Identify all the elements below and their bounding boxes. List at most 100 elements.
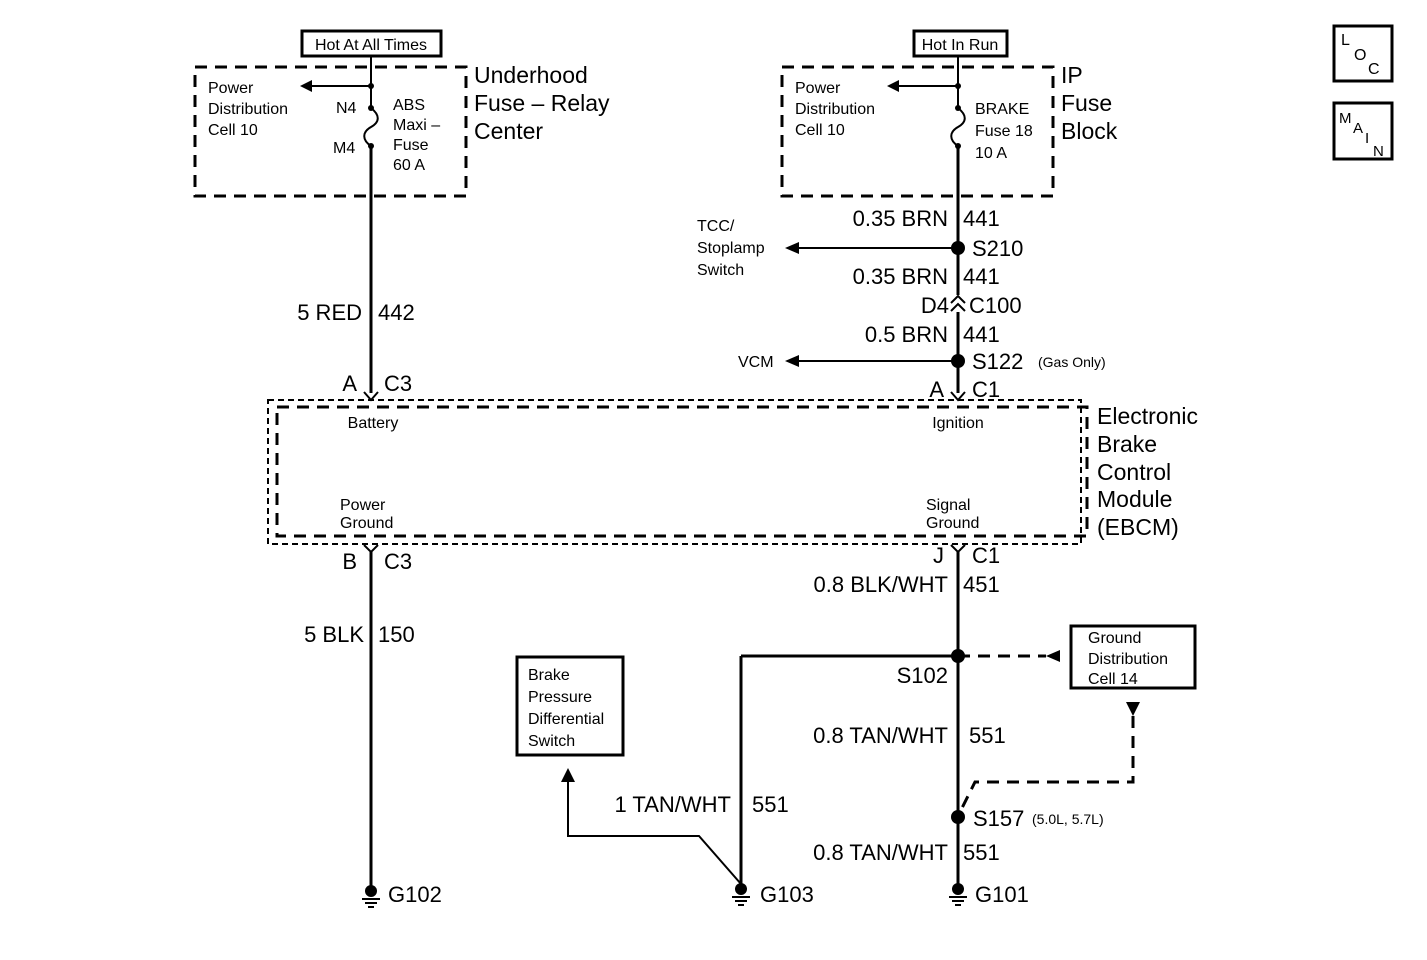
svg-text:A: A: [1353, 120, 1363, 137]
splice-s210-label: S210: [972, 236, 1023, 261]
abs-fuse-symbol: [363, 107, 379, 147]
pin-j: J: [933, 543, 944, 568]
ebcm-module: [275, 405, 1089, 538]
circuit-451: 451: [963, 572, 1000, 597]
ground-distribution-box: Ground Distribution Cell 14: [1069, 624, 1197, 690]
svg-text:Hot At All Times: Hot At All Times: [315, 37, 427, 54]
pin-a-right: A: [929, 377, 944, 402]
ebcm-title-5: (EBCM): [1097, 514, 1179, 540]
wire-05-brn: 0.5 BRN: [865, 322, 948, 347]
svg-text:N: N: [1373, 143, 1384, 160]
brake-fuse-1: BRAKE: [975, 101, 1029, 118]
gas-only-note: (Gas Only): [1038, 354, 1106, 370]
svg-text:C: C: [1368, 61, 1380, 78]
battery-label: Battery: [348, 415, 399, 432]
svg-text:L: L: [1341, 32, 1350, 49]
splice-s157-label: S157: [973, 806, 1024, 831]
underhood-title-2: Fuse – Relay: [474, 90, 610, 116]
ip-title-2: Fuse: [1061, 90, 1112, 116]
ebcm-title-1: Electronic: [1097, 403, 1198, 429]
circuit-441-c: 441: [963, 322, 1000, 347]
pdc-left-2: Distribution: [208, 101, 288, 118]
splice-s157: [951, 810, 965, 824]
pin-a-left: A: [342, 371, 357, 396]
ground-g102-label: G102: [388, 882, 442, 907]
pdc-left-3: Cell 10: [208, 122, 258, 139]
s157-note: (5.0L, 5.7L): [1032, 811, 1104, 827]
ignition-label: Ignition: [932, 415, 984, 432]
abs-fuse-3: Fuse: [393, 137, 429, 154]
circuit-551-b: 551: [752, 792, 789, 817]
circuit-441-b: 441: [963, 264, 1000, 289]
ip-title-1: IP: [1061, 62, 1083, 88]
connector-c3-bottom: C3: [384, 549, 412, 574]
connector-c3-top: C3: [384, 371, 412, 396]
svg-text:Ground: Ground: [1088, 630, 1141, 647]
circuit-150: 150: [378, 622, 415, 647]
wire-035-brn-b: 0.35 BRN: [853, 264, 948, 289]
circuit-551-c: 551: [963, 840, 1000, 865]
loc-icon[interactable]: L O C: [1332, 24, 1394, 83]
svg-text:I: I: [1365, 130, 1369, 147]
main-icon[interactable]: M A I N: [1332, 101, 1394, 161]
tcc-1: TCC/: [697, 218, 735, 235]
circuit-442: 442: [378, 300, 415, 325]
underhood-title-1: Underhood: [474, 62, 588, 88]
ebcm-title-3: Control: [1097, 459, 1171, 485]
power-ground-2: Ground: [340, 515, 393, 532]
tcc-2: Stoplamp: [697, 240, 765, 257]
brake-pressure-switch-box: Brake Pressure Differential Switch: [515, 655, 625, 757]
connector-c1-top: C1: [972, 377, 1000, 402]
pdc-right-3: Cell 10: [795, 122, 845, 139]
svg-text:Brake: Brake: [528, 667, 570, 684]
svg-text:Pressure: Pressure: [528, 689, 592, 706]
wire-08-tanwht-b: 0.8 TAN/WHT: [813, 840, 948, 865]
ebcm-title-4: Module: [1097, 486, 1172, 512]
power-ground-1: Power: [340, 497, 386, 514]
abs-fuse-4: 60 A: [393, 157, 425, 174]
pin-m4: M4: [333, 140, 355, 157]
ebcm-outer-border: [267, 399, 1082, 545]
wire-1-tanwht: 1 TAN/WHT: [614, 792, 731, 817]
circuit-551-a: 551: [969, 723, 1006, 748]
connector-c100: C100: [969, 293, 1022, 318]
svg-text:M: M: [1339, 110, 1352, 127]
ip-title-3: Block: [1061, 118, 1118, 144]
ground-g103-label: G103: [760, 882, 814, 907]
pdc-right-2: Distribution: [795, 101, 875, 118]
underhood-title-3: Center: [474, 118, 543, 144]
brake-fuse-2: Fuse 18: [975, 123, 1033, 140]
wire-5-red-label: 5 RED: [297, 300, 362, 325]
pin-b: B: [342, 549, 357, 574]
svg-text:Hot In Run: Hot In Run: [922, 37, 998, 54]
svg-text:Cell 14: Cell 14: [1088, 671, 1138, 688]
pdc-left-1: Power: [208, 80, 254, 97]
ground-g103-icon: [732, 883, 750, 906]
wire-08-blkwht: 0.8 BLK/WHT: [814, 572, 948, 597]
wire-035-brn-a: 0.35 BRN: [853, 206, 948, 231]
circuit-441-a: 441: [963, 206, 1000, 231]
splice-s102-label: S102: [897, 663, 948, 688]
pin-d4: D4: [921, 293, 949, 318]
hot-at-all-times-label: Hot At All Times: [300, 29, 443, 58]
signal-ground-1: Signal: [926, 497, 970, 514]
signal-ground-2: Ground: [926, 515, 979, 532]
wire-08-tanwht-a: 0.8 TAN/WHT: [813, 723, 948, 748]
abs-fuse-2: Maxi –: [393, 117, 440, 134]
abs-fuse-1: ABS: [393, 97, 425, 114]
vcm-label: VCM: [738, 354, 774, 371]
hot-in-run-label: Hot In Run: [912, 29, 1009, 58]
svg-text:Differential: Differential: [528, 711, 604, 728]
tcc-3: Switch: [697, 262, 744, 279]
connector-c1-bottom: C1: [972, 543, 1000, 568]
ebcm-title-2: Brake: [1097, 431, 1157, 457]
svg-text:Distribution: Distribution: [1088, 651, 1168, 668]
svg-text:Switch: Switch: [528, 733, 575, 750]
brake-fuse-symbol: [950, 107, 966, 147]
pdc-right-1: Power: [795, 80, 841, 97]
pin-n4: N4: [336, 100, 357, 117]
splice-s122-label: S122: [972, 349, 1023, 374]
ground-g102-icon: [362, 885, 380, 908]
brake-fuse-3: 10 A: [975, 145, 1007, 162]
